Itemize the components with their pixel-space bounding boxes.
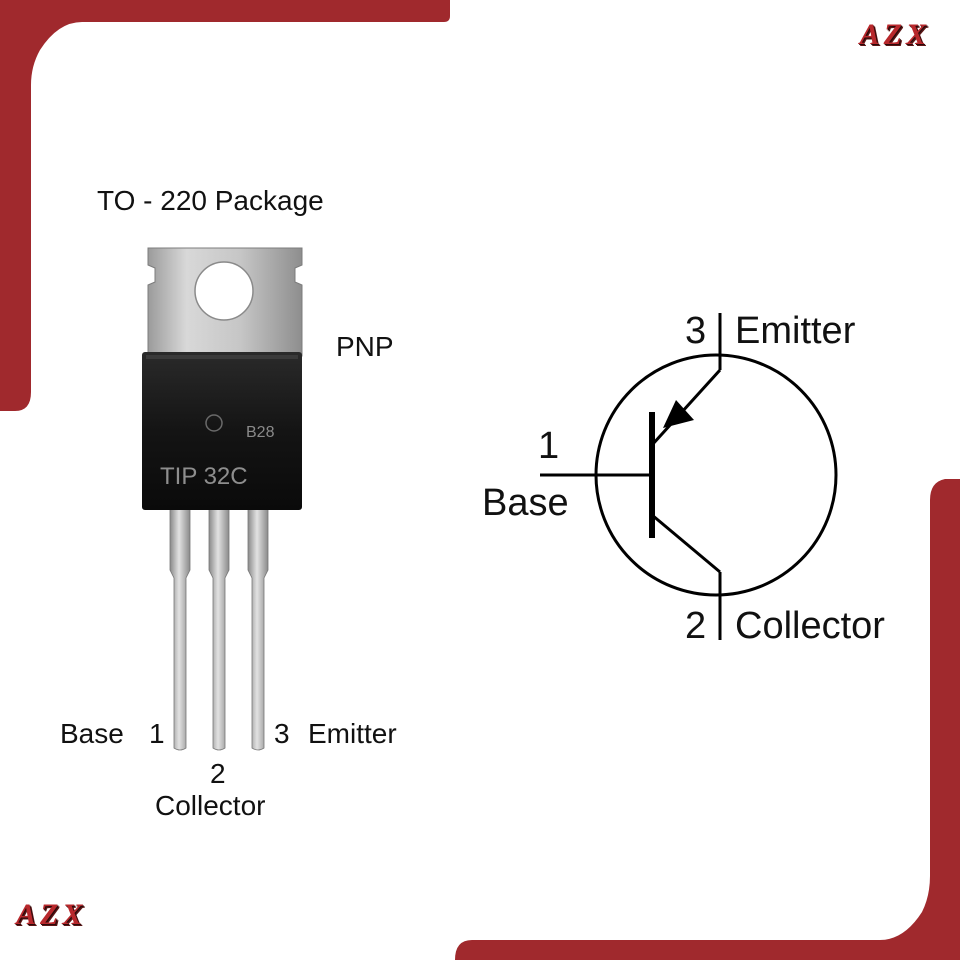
symbol-pin-3-name: Emitter	[735, 310, 856, 352]
frame-top-left-corner	[0, 0, 450, 411]
package-pin-2-name: Collector	[155, 790, 266, 821]
package-pin-1-name: Base	[60, 718, 124, 749]
mounting-hole	[194, 261, 254, 321]
package-marking-code: B28	[246, 424, 275, 441]
symbol-pin-1-number: 1	[538, 425, 560, 467]
emitter-lead	[650, 368, 722, 447]
package-title: TO - 220 Package	[97, 185, 324, 216]
pin-1-leg	[169, 507, 191, 751]
brand-logo: AZX	[859, 18, 930, 51]
package-part-number: TIP 32C	[160, 463, 248, 490]
pin-3-leg	[247, 507, 269, 751]
symbol-pin-3-number: 3	[685, 310, 707, 352]
emitter-arrow-icon	[663, 400, 694, 428]
body-highlight	[146, 355, 298, 359]
brand-logo: AZX	[16, 898, 87, 931]
package-pin-2-number: 2	[210, 758, 226, 789]
package-pin-3-number: 3	[274, 718, 290, 749]
package-pin-3-name: Emitter	[308, 718, 397, 749]
collector-lead	[651, 513, 721, 574]
pin-2-leg	[208, 507, 230, 751]
symbol-pin-2-name: Collector	[735, 605, 885, 647]
package-pin-1-number: 1	[149, 718, 165, 749]
transistor-type-label: PNP	[336, 331, 394, 362]
manufacturer-logo-icon	[205, 414, 223, 432]
symbol-pin-1-name: Base	[482, 482, 569, 524]
symbol-pin-2-number: 2	[685, 605, 707, 647]
epoxy-body	[142, 352, 302, 510]
package-legs	[169, 507, 269, 751]
